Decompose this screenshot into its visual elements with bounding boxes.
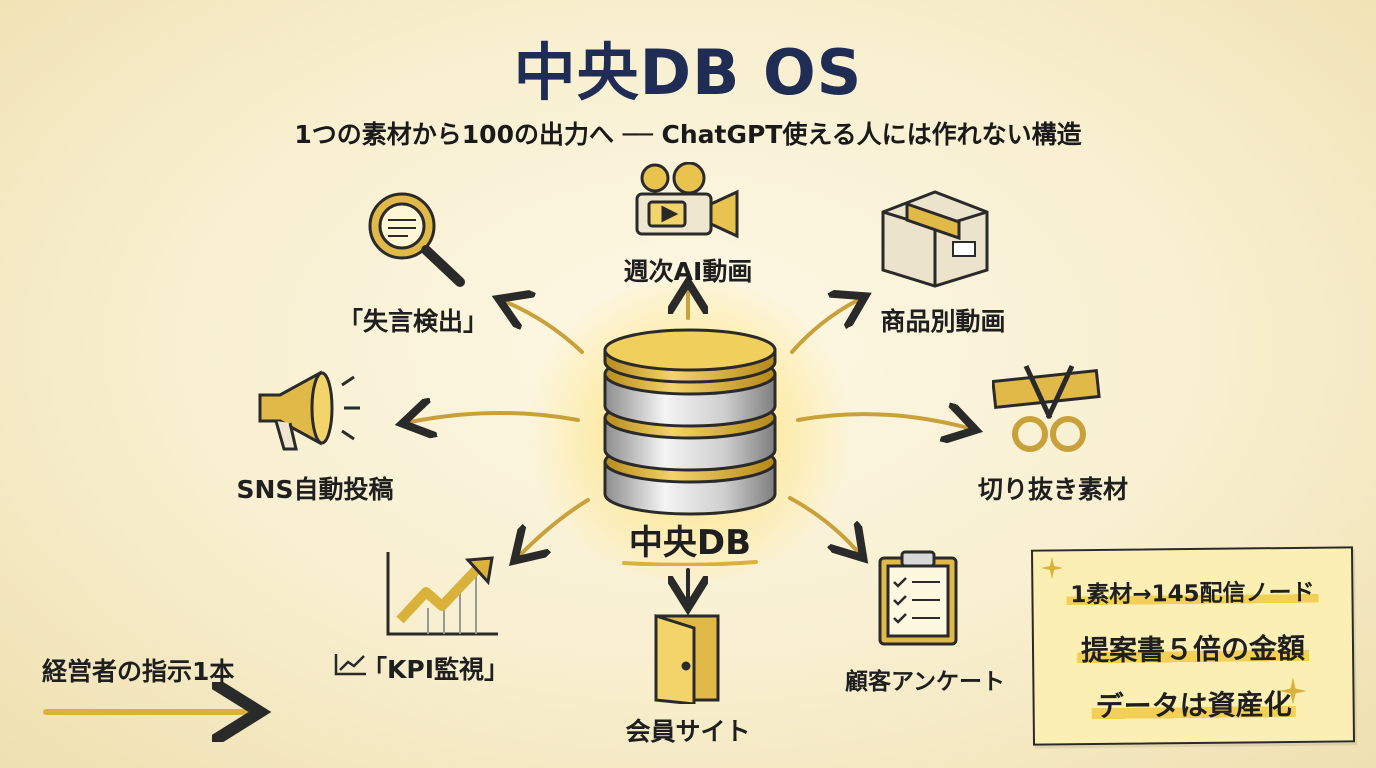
output-customer-survey: 顧客アンケート xyxy=(844,669,1006,695)
arrow-left xyxy=(410,413,580,422)
page-title: 中央DB OS xyxy=(513,36,863,109)
sparkle-icon xyxy=(1041,557,1063,579)
note-line-1: 1素材→145配信ノード xyxy=(1066,579,1319,609)
package-box-icon xyxy=(881,190,989,288)
output-member-site: 会員サイト xyxy=(625,717,751,746)
summary-note-card: 1素材→145配信ノード 提案書５倍の金額 データは資産化 xyxy=(1030,546,1356,746)
arrow-right xyxy=(796,414,968,428)
output-sns-auto-post: SNS自動投稿 xyxy=(236,475,394,504)
leader-instruction-label: 経営者の指示1本 xyxy=(42,657,235,686)
database-icon xyxy=(603,328,777,516)
arrow-downleft xyxy=(520,498,590,555)
sparkle-icon xyxy=(1279,677,1307,705)
output-gaffe-detection: 「失言検出」 xyxy=(337,307,488,336)
arrow-upleft xyxy=(506,302,584,354)
center-db-label: 中央DB xyxy=(628,523,752,563)
output-weekly-ai-video: 週次AI動画 xyxy=(623,257,753,286)
mini-chart-icon xyxy=(334,654,366,676)
output-product-video: 商品別動画 xyxy=(880,307,1006,336)
clipboard-checklist-icon xyxy=(878,550,958,646)
output-kpi-monitor: 「KPI監視」 xyxy=(362,655,509,684)
note-line-3: データは資産化 xyxy=(1091,687,1296,724)
growth-chart-icon xyxy=(386,552,498,636)
magnifier-icon xyxy=(368,192,465,287)
scissors-icon xyxy=(992,364,1101,452)
video-camera-icon xyxy=(635,162,739,239)
note-line-2: 提案書５倍の金額 xyxy=(1076,631,1310,668)
output-clip-material: 切り抜き素材 xyxy=(977,475,1128,504)
arrow-upright xyxy=(790,300,858,354)
page-subtitle: 1つの素材から100の出力へ ── ChatGPT使える人には作れない構造 xyxy=(294,120,1082,149)
db-underline xyxy=(622,560,758,566)
arrow-downright xyxy=(788,496,858,552)
megaphone-icon xyxy=(258,370,360,451)
door-icon xyxy=(654,613,720,704)
